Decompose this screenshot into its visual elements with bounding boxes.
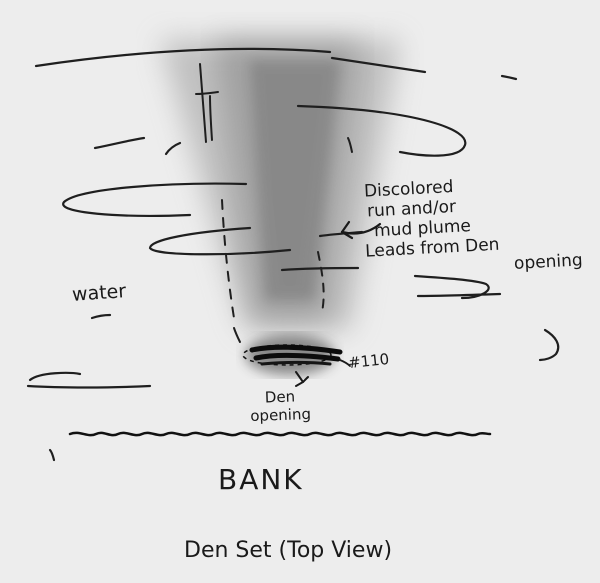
den-opening-label: Den opening [249,387,311,425]
diagram-caption: Den Set (Top View) [184,538,393,563]
trap-pointer [339,359,351,367]
plume-run-edges [195,63,353,343]
bank-line [68,431,492,437]
plume-description-line: opening [513,250,584,274]
water-current-lines [26,47,560,462]
den-opening-label-line: opening [250,404,312,426]
mud-plume-smudge [160,40,400,375]
bank-label: BANK [218,463,304,496]
water-label: water [71,280,127,306]
trap-id-label: #110 [347,349,390,373]
plume-arrow [340,220,382,240]
plume-description: Discolored run and/or mud plume Leads fr… [364,170,584,281]
den-opening-mark [242,344,343,387]
den-opening-label-line: Den [264,387,296,407]
